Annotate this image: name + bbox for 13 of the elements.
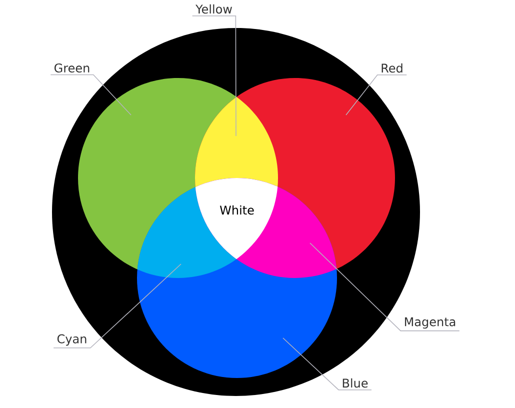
leader-line bbox=[53, 264, 182, 348]
leader-line bbox=[192, 15, 236, 136]
callout-label: Red bbox=[382, 63, 402, 73]
leader-line bbox=[282, 338, 372, 390]
region-label: White bbox=[220, 205, 254, 215]
callout-label: Green bbox=[54, 63, 90, 73]
callout-label: Yellow bbox=[196, 4, 232, 14]
leader-line bbox=[346, 74, 407, 116]
callout-label: Blue bbox=[342, 378, 368, 388]
leader-line bbox=[310, 242, 460, 332]
callout-label: Magenta bbox=[405, 317, 456, 329]
leader-line bbox=[50, 74, 132, 116]
callout-label: Cyan bbox=[57, 334, 86, 346]
